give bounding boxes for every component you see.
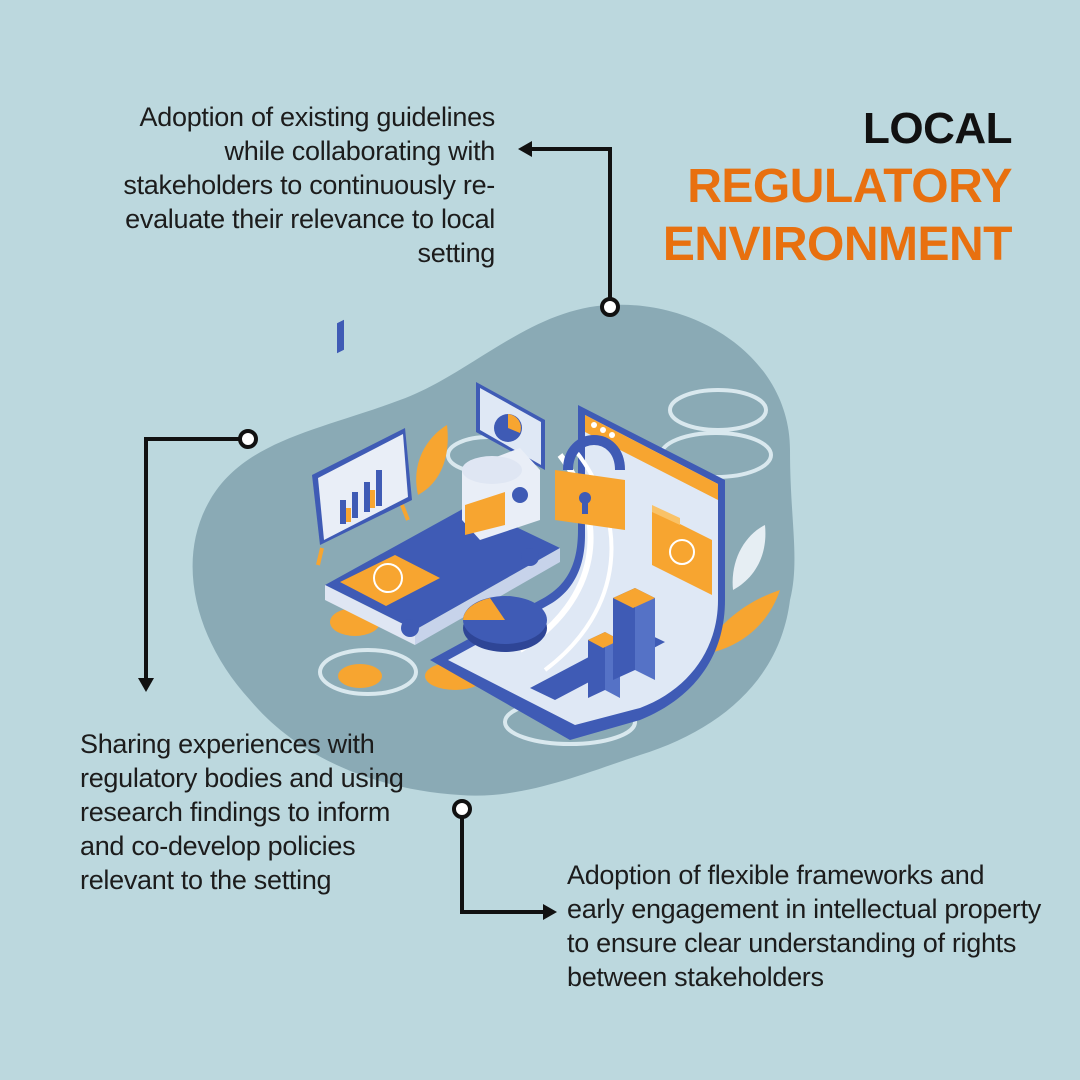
leaf-icon [732,525,766,590]
title-line-3: ENVIRONMENT [662,218,1013,271]
page-title: LOCAL REGULATORY ENVIRONMENT [662,100,1013,274]
printer-icon [462,448,540,540]
note-sharing-experiences: Sharing experiences with regulatory bodi… [80,729,404,895]
bar-chart-icon [530,588,665,700]
title-line-1: LOCAL [862,104,1013,153]
connector-top [518,141,620,317]
pie-chart-icon [463,596,547,652]
connector-left [138,429,258,692]
title-line-2: REGULATORY [687,160,1012,213]
leaf-icon [700,590,780,655]
note-flexible-frameworks: Adoption of flexible frameworks and earl… [567,860,1041,992]
connector-bottom [452,799,557,920]
note-guidelines: Adoption of existing guidelines while co… [123,102,495,268]
lock-icon [555,435,625,530]
chart-board-icon [312,319,412,566]
orange-blob [338,664,382,688]
leaf-icon [416,425,448,495]
monitor-icon [476,382,545,470]
platform [325,505,560,645]
folder-icon [652,505,712,595]
